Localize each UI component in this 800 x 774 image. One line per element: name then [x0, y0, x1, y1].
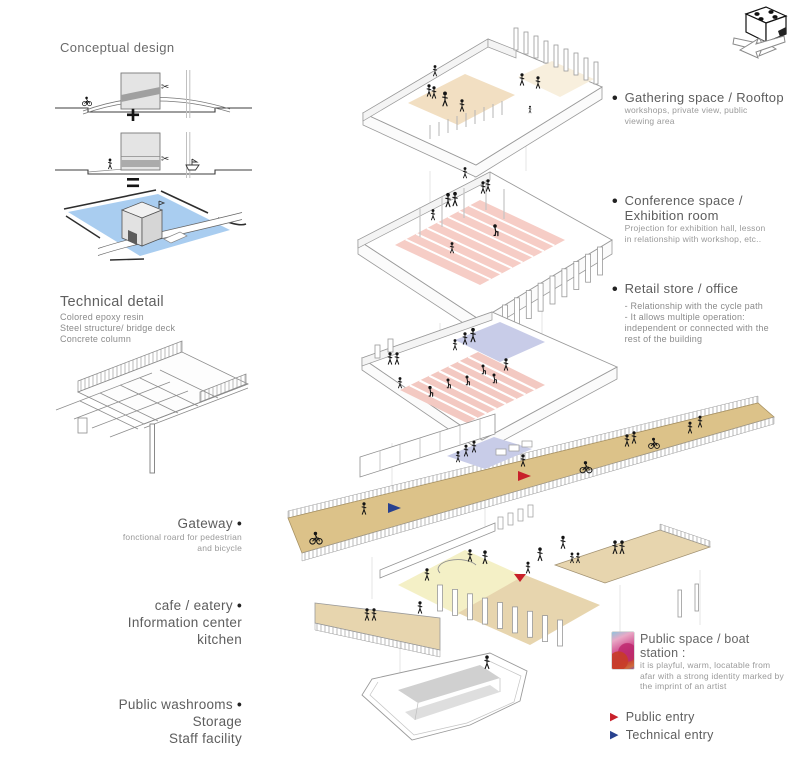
- bridge-detail-drawing: [55, 340, 250, 474]
- retail-desc-2: - It allows multiple operation: independ…: [624, 312, 769, 344]
- cafe-line-2: Information center: [127, 615, 242, 630]
- deck-pavilion-wall: [359, 413, 496, 478]
- boat-station-label: Public space / boat station : it is play…: [612, 632, 784, 692]
- gateway-desc: fonctional roard for pedestrian and bicy…: [122, 532, 242, 553]
- entry-legend: ▶ Public entry ▶ Technical entry: [610, 710, 714, 746]
- conceptual-design-title: Conceptual design: [60, 40, 175, 55]
- concept-diagrams-drawing: [55, 70, 252, 261]
- rooftop-floor-drawing: [362, 27, 603, 178]
- cafe-public-entry-marker: [514, 574, 526, 582]
- cafe-fins: [437, 584, 563, 647]
- public-entry-triangle-icon: ▶: [610, 710, 619, 723]
- concept-axon-water: [63, 189, 247, 261]
- concept-section-flat: [55, 132, 252, 178]
- cafe-counter: [437, 559, 477, 574]
- retail-label: • Retail store / office - Relationship w…: [612, 281, 787, 345]
- gateway-bullet: •: [236, 516, 242, 531]
- conference-label: • Conference space / Exhibition room Pro…: [612, 193, 782, 244]
- washrooms-bullet: •: [236, 697, 242, 712]
- scissors-icon: ✂: [161, 82, 170, 93]
- technical-entry-triangle-icon: ▶: [610, 728, 619, 741]
- washrooms-gray-patch-2: [405, 685, 500, 720]
- washrooms-plate: [361, 652, 528, 741]
- cafe-level-drawing: [314, 504, 712, 658]
- boat-station-desc: it is playful, warm, locatable from afar…: [640, 660, 784, 691]
- plus-symbol: +: [126, 102, 141, 129]
- technical-line-1: Colored epoxy resin: [60, 312, 144, 322]
- cafe-label: cafe / eatery • Information center kitch…: [60, 597, 242, 648]
- cafe-ramp: [458, 575, 600, 645]
- washrooms-label: Public washrooms • Storage Staff facilit…: [60, 696, 242, 747]
- technical-entry-marker: [388, 503, 401, 513]
- retail-title: Retail store / office: [624, 281, 739, 296]
- legend-public-entry: ▶ Public entry: [610, 710, 714, 724]
- retail-lavender-patch: [455, 322, 545, 362]
- conference-desc: Projection for exhibition hall, lesson i…: [624, 223, 766, 244]
- boat-station-title: Public space / boat station :: [640, 632, 750, 660]
- washrooms-gray-patch: [398, 665, 500, 703]
- rooftop-floor-patch-light: [518, 61, 594, 97]
- technical-entry-label: Technical entry: [625, 728, 714, 742]
- project-logo-icon: [732, 6, 788, 59]
- boat-icon: [185, 158, 200, 171]
- bridge-column: [149, 423, 155, 474]
- cafe-line-3: kitchen: [197, 632, 242, 647]
- public-entry-marker: [518, 471, 531, 481]
- gateway-label: Gateway • fonctional roard for pedestria…: [70, 515, 242, 553]
- washrooms-level-drawing: [361, 652, 528, 741]
- conference-title: Conference space / Exhibition room: [624, 193, 743, 223]
- deck-front-fascia: [301, 416, 775, 562]
- technical-line-2: Steel structure/ bridge deck: [60, 323, 176, 333]
- gathering-desc: workshops, private view, public viewing …: [624, 105, 748, 126]
- retail-desc-1: - Relationship with the cycle path: [624, 301, 763, 311]
- technical-line-3: Concrete column: [60, 334, 132, 344]
- conference-floor-drawing: [357, 166, 613, 335]
- cafe-line-1: cafe / eatery: [154, 598, 233, 613]
- washrooms-line-1: Public washrooms: [118, 697, 233, 712]
- gateway-title: Gateway: [177, 516, 233, 531]
- artwork-thumbnail: [612, 632, 634, 669]
- bridge-grillage: [55, 369, 219, 438]
- gathering-label: • Gathering space / Rooftop workshops, p…: [612, 90, 787, 126]
- cafe-bullet: •: [236, 598, 242, 613]
- gateway-deck-drawing: [287, 395, 775, 562]
- gathering-title: Gathering space / Rooftop: [624, 90, 784, 105]
- conference-bullet: •: [612, 193, 618, 210]
- concept-section-arch: [55, 70, 252, 118]
- cafe-yellow-floor: [398, 550, 525, 615]
- technical-detail-title: Technical detail: [60, 294, 164, 310]
- gathering-bullet: •: [612, 90, 618, 107]
- legend-technical-entry: ▶ Technical entry: [610, 728, 714, 742]
- equals-symbol: =: [126, 170, 141, 197]
- rooftop-fins: [513, 27, 599, 85]
- scissors-icon: ✂: [161, 154, 170, 165]
- public-entry-label: Public entry: [625, 710, 695, 724]
- retail-bullet: •: [612, 281, 618, 298]
- retail-floor-drawing: [361, 311, 619, 453]
- exploded-axon-drawing: [287, 27, 775, 741]
- washrooms-line-2: Storage: [192, 714, 242, 729]
- washrooms-line-3: Staff facility: [169, 731, 242, 746]
